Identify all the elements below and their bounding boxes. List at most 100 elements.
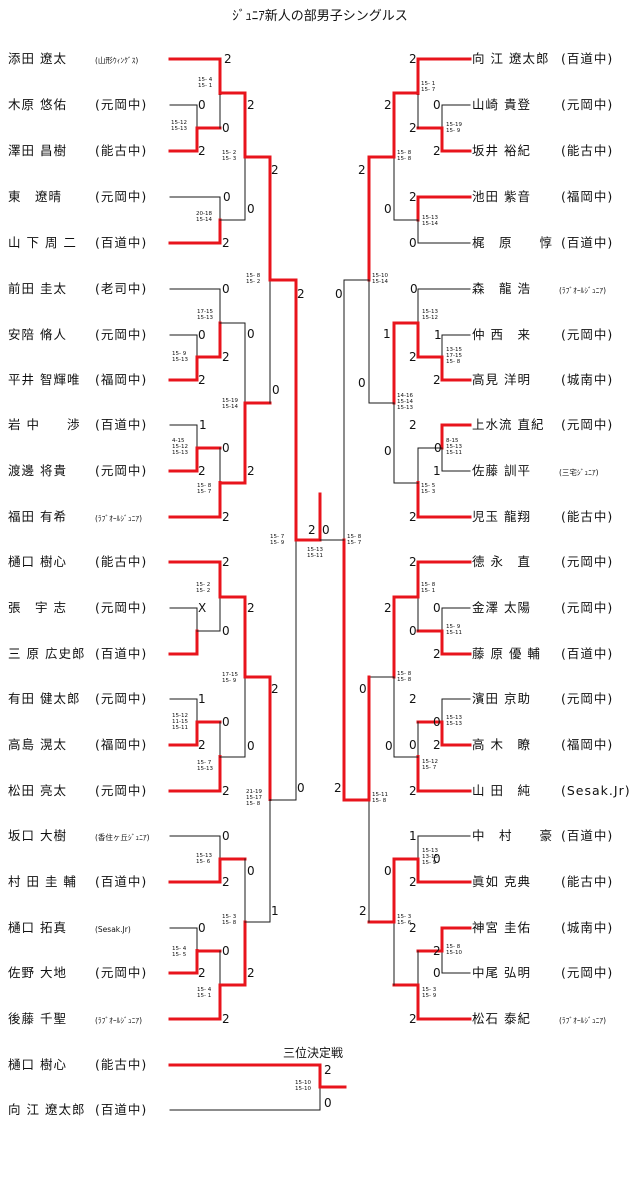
player-name: 高見 洋明 (472, 372, 531, 387)
player-name: 村 田 圭 輔 (8, 874, 77, 889)
player-name: 上水流 直紀 (472, 417, 545, 432)
player-school: (能古中) (561, 874, 614, 889)
score-number: 0 (384, 444, 392, 458)
player-school: (百道中) (95, 1102, 148, 1117)
player-school: (元岡中) (95, 97, 148, 112)
score-number: 1 (433, 464, 441, 478)
set-score: 15-12 15- 7 (422, 759, 438, 771)
player-name: 三 原 広史郎 (8, 646, 86, 661)
set-score: 15- 4 15- 5 (172, 946, 187, 958)
player-name: 池田 紫音 (472, 189, 531, 204)
player-name: 森 龍 浩 (472, 281, 531, 296)
player-name: 平井 智輝唯 (8, 372, 81, 387)
score-number: 0 (335, 287, 343, 301)
player-school: (元岡中) (561, 97, 614, 112)
set-score: 15- 4 15- 1 (198, 77, 213, 89)
score-number: 1 (409, 829, 417, 843)
player-name: 中 村 豪 (472, 828, 554, 843)
score-number: 2 (409, 52, 417, 66)
score-number: 2 (334, 781, 342, 795)
player-name: 児玉 龍翔 (472, 509, 531, 524)
set-score: 15-13 13-15 15- 9 (422, 848, 438, 866)
set-score: 15-10 15-10 (295, 1080, 311, 1092)
player-school: (能古中) (95, 554, 148, 569)
player-name: 澤田 昌樹 (8, 143, 67, 158)
set-score: 15-13 15-11 (307, 547, 323, 559)
score-number: 0 (198, 921, 206, 935)
player-name: 徳 永 直 (472, 554, 531, 569)
score-number: 1 (434, 328, 442, 342)
score-number: 2 (198, 464, 206, 478)
score-number: 0 (297, 781, 305, 795)
set-score: 15- 8 15-10 (446, 944, 462, 956)
player-school: (ﾗﾌﾞｵｰﾙｼﾞｭﾆｱ) (95, 1016, 143, 1025)
score-number: 2 (409, 350, 417, 364)
score-number: 2 (247, 966, 255, 980)
player-school: (元岡中) (95, 189, 148, 204)
score-number: 2 (409, 418, 417, 432)
set-score: 17-15 15- 9 (222, 672, 238, 684)
player-school: (元岡中) (95, 463, 148, 478)
score-number: 0 (433, 98, 441, 112)
player-school: (能古中) (95, 143, 148, 158)
score-number: 0 (385, 739, 393, 753)
player-name: 後藤 千聖 (8, 1011, 67, 1026)
player-school: (百道中) (95, 646, 148, 661)
set-score: 15- 3 15- 8 (222, 914, 237, 926)
score-number: 0 (222, 715, 230, 729)
score-number: 0 (222, 829, 230, 843)
player-school: (百道中) (561, 51, 614, 66)
player-name: 坂口 大樹 (8, 828, 67, 843)
score-number: 0 (222, 624, 230, 638)
player-school: (元岡中) (561, 417, 614, 432)
score-number: 0 (433, 852, 441, 866)
player-name: 山崎 貴登 (472, 97, 531, 112)
player-school: (元岡中) (95, 691, 148, 706)
score-number: 0 (409, 236, 417, 250)
set-score: 15- 5 15- 3 (421, 483, 436, 495)
score-number: 2 (433, 373, 441, 387)
player-school: (元岡中) (561, 691, 614, 706)
score-number: 2 (358, 163, 366, 177)
page-title: ｼﾞｭﾆｱ新人の部男子シングルス (232, 9, 408, 24)
score-number: 0 (222, 441, 230, 455)
score-number: 0 (384, 202, 392, 216)
score-number: 0 (223, 190, 231, 204)
player-school: (元岡中) (95, 327, 148, 342)
set-score: 15- 4 15- 1 (197, 987, 212, 999)
score-number: 2 (433, 647, 441, 661)
set-score: 15- 8 15- 2 (246, 273, 261, 285)
player-school: (百道中) (95, 235, 148, 250)
player-name: 松田 亮太 (8, 783, 67, 798)
score-number: 1 (198, 692, 206, 706)
score-number: 0 (409, 738, 417, 752)
set-score: 15- 1 15- 7 (421, 81, 436, 93)
player-school: (能古中) (561, 143, 614, 158)
player-school: (百道中) (561, 235, 614, 250)
score-number: 2 (359, 904, 367, 918)
player-school: (福岡中) (95, 372, 148, 387)
set-score: 8-15 15-13 15-11 (446, 438, 462, 456)
player-school: (老司中) (95, 281, 148, 296)
set-score: 15-13 15-12 (422, 309, 438, 321)
set-score: 4-15 15-12 15-13 (172, 438, 188, 456)
set-score: 15- 8 15- 1 (421, 582, 436, 594)
player-school: (三宅ｼﾞｭﾆｱ) (559, 468, 599, 477)
score-number: 0 (247, 864, 255, 878)
score-number: 2 (271, 163, 279, 177)
player-name: 佐藤 訓平 (472, 463, 531, 478)
player-school: (元岡中) (95, 600, 148, 615)
score-number: 0 (222, 944, 230, 958)
score-number: 2 (409, 921, 417, 935)
set-score: 20-18 15-14 (196, 211, 212, 223)
player-name: 松石 泰紀 (472, 1011, 531, 1026)
player-name: 中尾 弘明 (472, 965, 531, 980)
score-number: 2 (409, 784, 417, 798)
set-score: 15- 7 15-13 (197, 760, 213, 772)
score-number: 2 (222, 784, 230, 798)
score-number: 0 (409, 624, 417, 638)
player-name: 高 木 瞭 (472, 737, 531, 752)
player-school: (城南中) (561, 372, 614, 387)
player-name: 樋口 拓真 (8, 920, 67, 935)
player-name: 佐野 大地 (8, 965, 67, 980)
